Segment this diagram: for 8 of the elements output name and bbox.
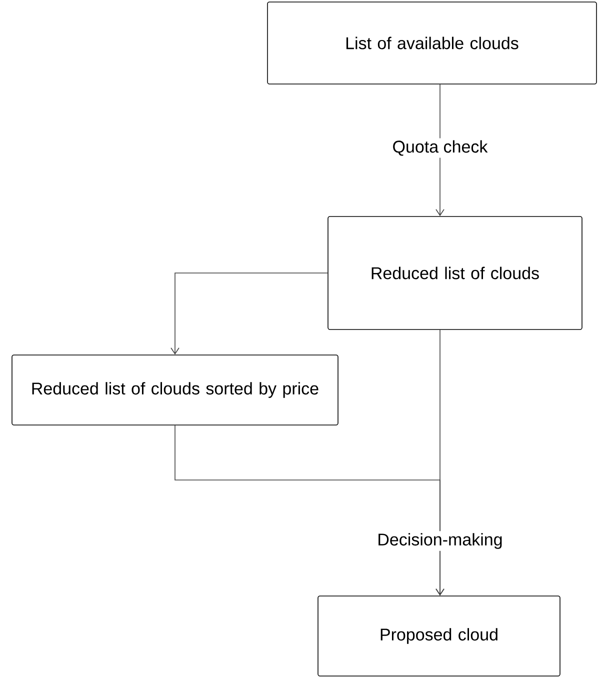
edge-label: Quota check bbox=[390, 138, 490, 158]
process-box: Proposed cloud bbox=[318, 596, 560, 676]
process-box: Reduced list of clouds bbox=[328, 216, 582, 330]
arrow bbox=[170, 272, 328, 355]
edge-label: Decision-making bbox=[375, 531, 505, 551]
arrow bbox=[174, 425, 444, 596]
process-box: List of available clouds bbox=[267, 2, 597, 84]
process-box: Reduced list of clouds sorted by price bbox=[12, 354, 338, 426]
